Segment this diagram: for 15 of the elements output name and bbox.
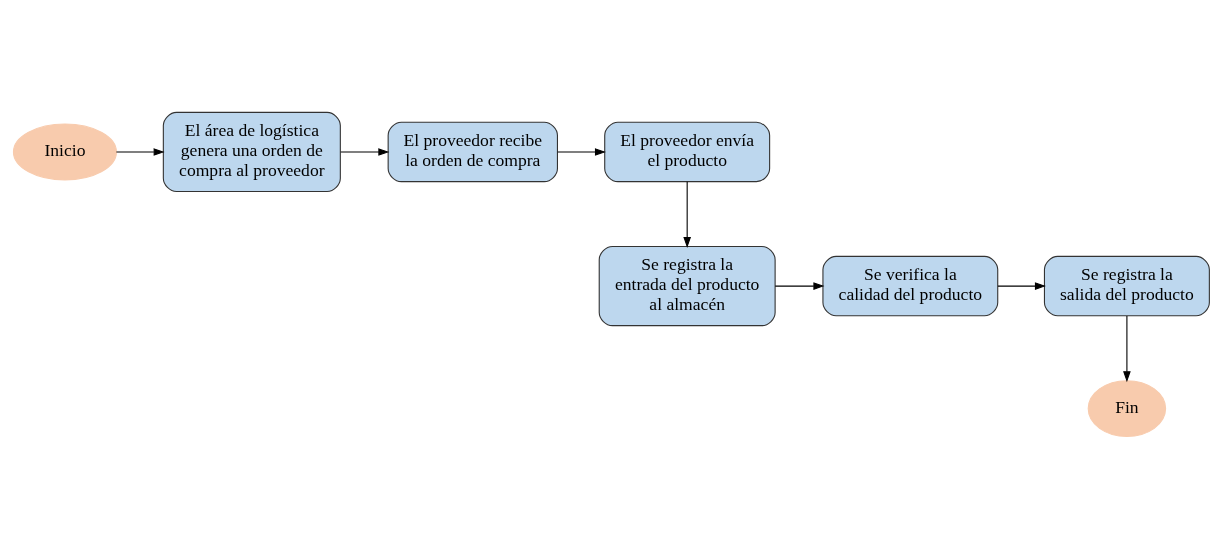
- arrow: [997, 282, 1046, 290]
- node-box: Se verifica la calidad del producto: [822, 255, 999, 317]
- arrow: [340, 148, 390, 156]
- node-box: Se registra la entrada del producto al almacén: [598, 245, 776, 327]
- node-box: El área de logística genera una orden de compra al proveedor: [162, 111, 341, 193]
- arrow: [557, 148, 606, 156]
- arrow: [683, 181, 692, 249]
- arrow: [1123, 315, 1131, 383]
- node-ellipse: Fin: [1087, 380, 1167, 438]
- node-box: Se registra la salida del producto: [1043, 255, 1210, 317]
- arrow: [774, 282, 825, 290]
- node-box: El proveedor envía el producto: [604, 121, 771, 183]
- arrow: [115, 148, 165, 156]
- node-ellipse: Inicio: [12, 123, 117, 181]
- node-box: El proveedor recibe la orden de compra: [387, 121, 558, 183]
